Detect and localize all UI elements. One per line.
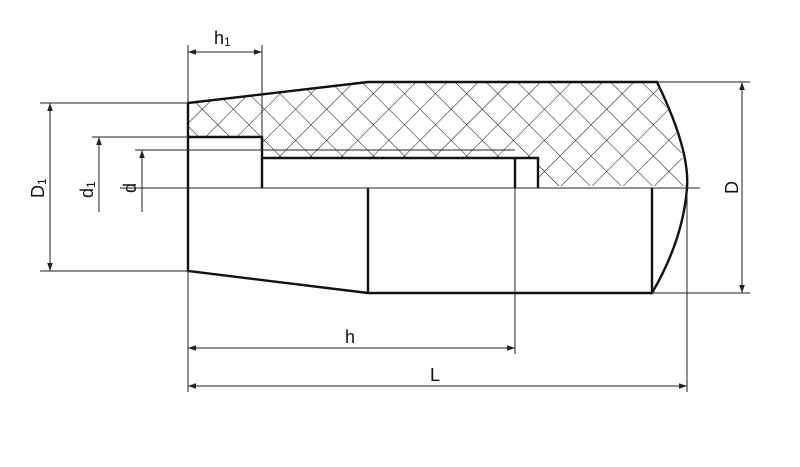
label-h1: h1 xyxy=(214,28,231,49)
label-D: D xyxy=(722,181,742,194)
label-d: d xyxy=(120,183,140,193)
label-L: L xyxy=(430,365,440,385)
label-d1: d1 xyxy=(77,181,98,198)
label-h: h xyxy=(345,327,355,347)
hatched-section xyxy=(188,82,687,186)
label-D1: D1 xyxy=(28,178,49,198)
